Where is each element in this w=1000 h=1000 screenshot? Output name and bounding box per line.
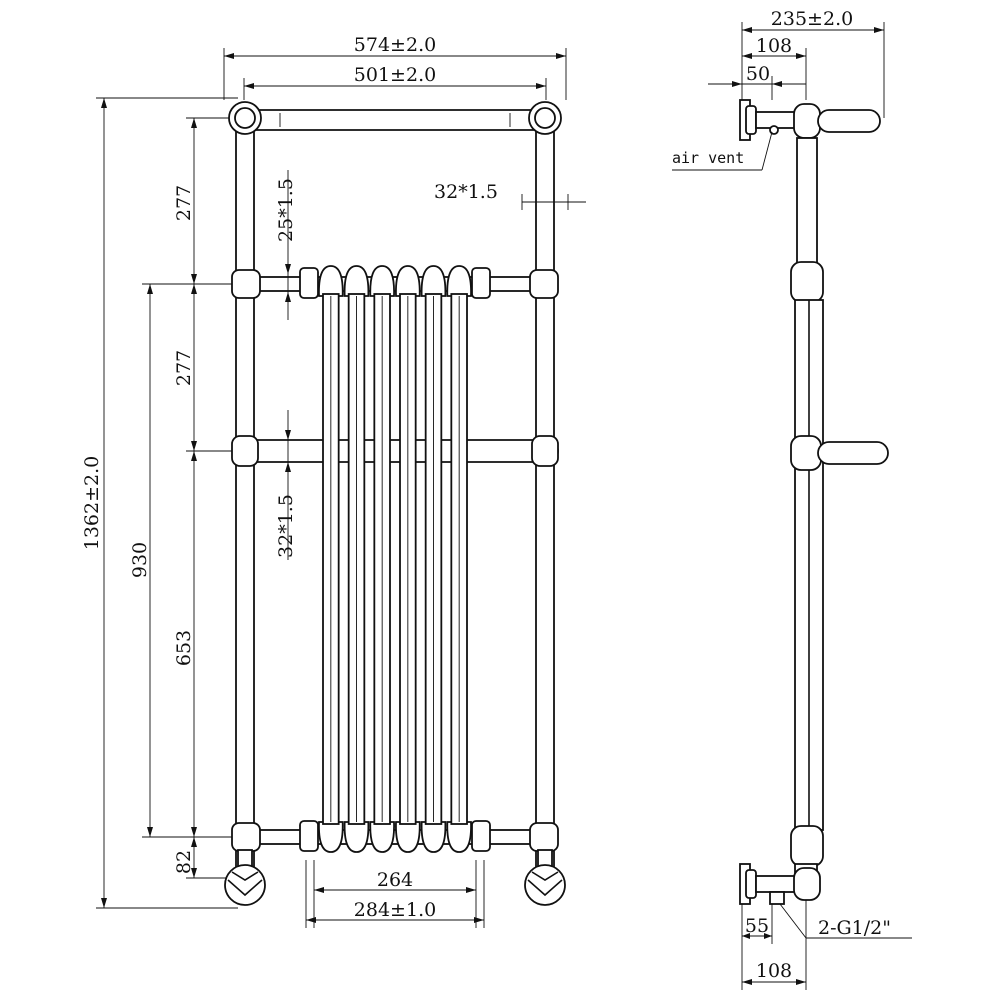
dim-radiator-height: 930 [129, 283, 238, 838]
dim-wall-to-center-label: 108 [756, 35, 792, 57]
dim-overall-width: 574±2.0 [223, 34, 567, 100]
label-top-tube: 25*1.5 [275, 178, 297, 242]
dim-rail-centers: 501±2.0 [243, 64, 547, 100]
radiator-column [420, 265, 447, 853]
radiator-column [395, 265, 421, 853]
dim-depth-overall-label: 235±2.0 [771, 8, 853, 30]
dim-section-width: 264 [313, 860, 477, 928]
callout-rail-tube: 32*1.5 [434, 181, 586, 210]
connection-label: 2-G1/2" [818, 917, 891, 939]
air-vent-callout: air vent [672, 131, 773, 171]
top-wall-bracket [739, 99, 881, 141]
dim-rail-centers-label: 501±2.0 [354, 64, 436, 86]
dim-lower-span: 653 [173, 630, 195, 666]
callout-side-tube: 32*1.5 [275, 410, 297, 560]
radiator-column [369, 265, 395, 853]
side-tube-right [535, 119, 555, 881]
air-vent-label: air vent [672, 149, 744, 167]
dim-valve-offset-label: 55 [745, 915, 769, 937]
lower-header [231, 820, 559, 852]
upper-header [231, 267, 559, 299]
dim-overall-height: 1362±2.0 [81, 97, 238, 909]
radiator-column [343, 265, 370, 853]
callout-top-tube: 25*1.5 [275, 170, 297, 320]
dim-section-width-label: 264 [377, 869, 413, 891]
dim-section-overall: 284±1.0 [305, 860, 485, 928]
middle-rail [231, 435, 559, 467]
foot-right [524, 849, 566, 906]
dim-radiator-height-label: 930 [129, 542, 151, 578]
dim-vent-offset: 50 [708, 63, 806, 100]
label-side-tube: 32*1.5 [275, 494, 297, 558]
bottom-valve [739, 863, 821, 905]
dim-vent-offset-label: 50 [746, 63, 770, 85]
label-rail-tube: 32*1.5 [434, 181, 498, 203]
dim-depth-overall: 235±2.0 [741, 8, 885, 118]
side-tube-left [235, 119, 255, 881]
radiator-column [446, 265, 472, 853]
dim-rail-spacing-mid: 277 [173, 350, 195, 386]
dim-foot-height: 82 [173, 850, 195, 874]
dim-bottom-depth: 108 [742, 900, 807, 990]
dim-overall-height-label: 1362±2.0 [81, 456, 103, 551]
side-middle-rail [790, 435, 889, 471]
side-vertical-tube [790, 137, 824, 885]
side-view: 235±2.0 108 50 air [672, 8, 912, 990]
foot-left [224, 849, 266, 906]
radiator-columns [318, 265, 472, 853]
dim-valve-offset: 55 [741, 904, 773, 990]
front-view: 574±2.0 501±2.0 1362±2.0 930 [81, 34, 586, 928]
radiator-column [318, 265, 344, 853]
top-rail [228, 101, 562, 135]
dim-stack: 277 277 653 82 [173, 117, 238, 879]
connection-callout: 2-G1/2" [779, 903, 912, 939]
dim-rail-spacing-top: 277 [173, 185, 195, 221]
dim-wall-to-center: 108 [742, 35, 807, 100]
dim-section-overall-label: 284±1.0 [354, 899, 436, 921]
dim-bottom-depth-label: 108 [756, 960, 792, 982]
dim-overall-width-label: 574±2.0 [354, 34, 436, 56]
